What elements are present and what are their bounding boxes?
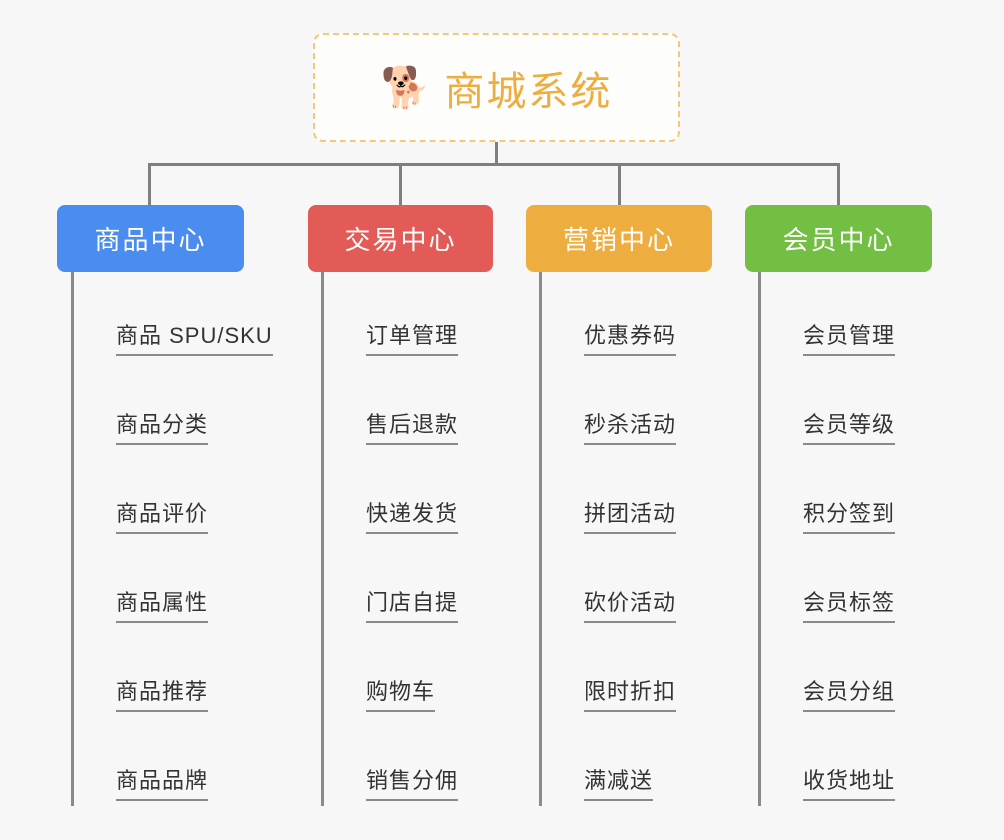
leaf-label: 会员分组: [803, 679, 896, 712]
leaf-item[interactable]: 满减送: [556, 717, 741, 806]
leaf-label: 售后退款: [366, 412, 459, 445]
branch-header-label: 商品中心: [94, 225, 207, 255]
leaf-item[interactable]: 砍价活动: [556, 539, 741, 628]
leaf-item[interactable]: 售后退款: [338, 361, 523, 450]
leaf-label: 优惠券码: [584, 323, 677, 356]
leaf-item[interactable]: 商品评价: [88, 450, 287, 539]
leaf-item[interactable]: 购物车: [338, 628, 523, 717]
leaf-item[interactable]: 秒杀活动: [556, 361, 741, 450]
leaf-label: 会员等级: [803, 412, 896, 445]
root-title: 商城系统: [444, 69, 613, 114]
leaf-label: 会员管理: [803, 323, 896, 356]
branch-header-label: 营销中心: [562, 225, 675, 255]
leaf-label: 订单管理: [366, 323, 459, 356]
leaf-item[interactable]: 商品推荐: [88, 628, 287, 717]
leaf-item[interactable]: 门店自提: [338, 539, 523, 628]
leaf-list-trade: 订单管理 售后退款 快递发货 门店自提 购物车 销售分佣: [321, 272, 523, 806]
leaf-label: 商品评价: [116, 501, 209, 534]
branch-column-product: 商品中心 商品 SPU/SKU 商品分类 商品评价 商品属性 商品推荐 商品品牌: [57, 205, 287, 806]
leaf-label: 销售分佣: [366, 768, 459, 801]
connector-branch-2: [399, 163, 402, 206]
leaf-label: 商品推荐: [116, 679, 209, 712]
leaf-list-member: 会员管理 会员等级 积分签到 会员标签 会员分组 收货地址: [758, 272, 960, 806]
leaf-item[interactable]: 拼团活动: [556, 450, 741, 539]
connector-branch-1: [148, 163, 151, 206]
leaf-label: 拼团活动: [584, 501, 677, 534]
leaf-item[interactable]: 商品属性: [88, 539, 287, 628]
connector-root-stem: [495, 142, 498, 165]
leaf-label: 商品 SPU/SKU: [116, 323, 273, 356]
leaf-label: 会员标签: [803, 590, 896, 623]
leaf-label: 商品属性: [116, 590, 209, 623]
leaf-label: 商品品牌: [116, 768, 209, 801]
branch-header-marketing[interactable]: 营销中心: [526, 205, 712, 272]
branch-header-label: 交易中心: [344, 225, 457, 255]
leaf-item[interactable]: 销售分佣: [338, 717, 523, 806]
branch-header-member[interactable]: 会员中心: [745, 205, 932, 272]
leaf-label: 购物车: [366, 679, 436, 712]
branch-header-product[interactable]: 商品中心: [57, 205, 244, 272]
leaf-list-product: 商品 SPU/SKU 商品分类 商品评价 商品属性 商品推荐 商品品牌: [71, 272, 287, 806]
leaf-label: 满减送: [584, 768, 654, 801]
leaf-label: 积分签到: [803, 501, 896, 534]
branch-header-trade[interactable]: 交易中心: [308, 205, 493, 272]
root-node[interactable]: 🐕 商城系统: [313, 33, 680, 142]
leaf-label: 限时折扣: [584, 679, 677, 712]
leaf-item[interactable]: 收货地址: [775, 717, 960, 806]
leaf-label: 砍价活动: [584, 590, 677, 623]
leaf-list-marketing: 优惠券码 秒杀活动 拼团活动 砍价活动 限时折扣 满减送: [539, 272, 741, 806]
connector-horizontal-bus: [148, 163, 840, 166]
leaf-item[interactable]: 积分签到: [775, 450, 960, 539]
leaf-label: 秒杀活动: [584, 412, 677, 445]
leaf-item[interactable]: 商品分类: [88, 361, 287, 450]
leaf-item[interactable]: 限时折扣: [556, 628, 741, 717]
leaf-item[interactable]: 订单管理: [338, 272, 523, 361]
leaf-label: 收货地址: [803, 768, 896, 801]
leaf-item[interactable]: 会员标签: [775, 539, 960, 628]
leaf-item[interactable]: 会员分组: [775, 628, 960, 717]
branch-column-trade: 交易中心 订单管理 售后退款 快递发货 门店自提 购物车 销售分佣: [308, 205, 523, 806]
leaf-item[interactable]: 会员管理: [775, 272, 960, 361]
leaf-item[interactable]: 商品 SPU/SKU: [88, 272, 287, 361]
leaf-item[interactable]: 商品品牌: [88, 717, 287, 806]
branch-header-label: 会员中心: [782, 225, 895, 255]
connector-branch-3: [618, 163, 621, 206]
connector-branch-4: [837, 163, 840, 206]
leaf-item[interactable]: 优惠券码: [556, 272, 741, 361]
leaf-item[interactable]: 会员等级: [775, 361, 960, 450]
branch-column-member: 会员中心 会员管理 会员等级 积分签到 会员标签 会员分组 收货地址: [745, 205, 960, 806]
dog-face-icon: 🐕: [380, 65, 431, 110]
leaf-label: 门店自提: [366, 590, 459, 623]
leaf-item[interactable]: 快递发货: [338, 450, 523, 539]
branch-column-marketing: 营销中心 优惠券码 秒杀活动 拼团活动 砍价活动 限时折扣 满减送: [526, 205, 741, 806]
leaf-label: 商品分类: [116, 412, 209, 445]
leaf-label: 快递发货: [366, 501, 459, 534]
